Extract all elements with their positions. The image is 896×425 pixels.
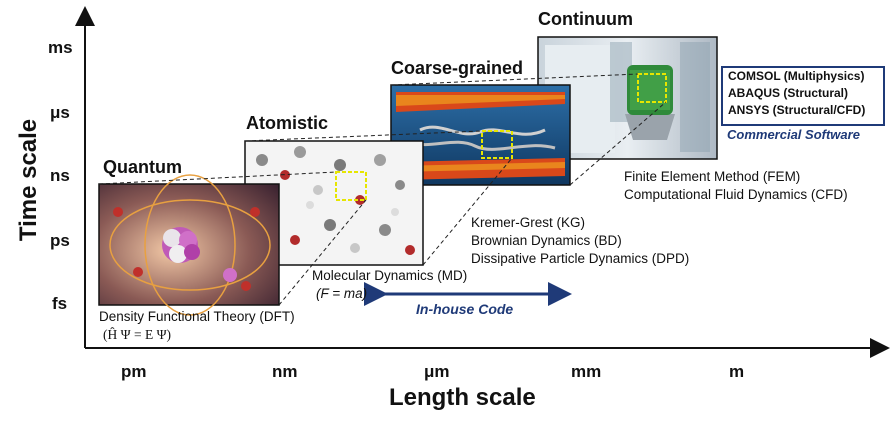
software-abaqus: ABAQUS (Structural) bbox=[728, 86, 849, 100]
md-label: Molecular Dynamics (MD) bbox=[312, 268, 468, 283]
cfd-label: Computational Fluid Dynamics (CFD) bbox=[624, 187, 848, 202]
commercial-software-box: COMSOL (Multiphysics) ABAQUS (Structural… bbox=[721, 66, 885, 126]
coarse-grained-title: Coarse-grained bbox=[391, 58, 524, 78]
commercial-software-caption: Commercial Software bbox=[727, 127, 860, 142]
bd-label: Brownian Dynamics (BD) bbox=[471, 233, 622, 248]
dpd-label: Dissipative Particle Dynamics (DPD) bbox=[471, 251, 690, 266]
y-tick-ms: ms bbox=[48, 38, 73, 57]
x-tick-nm: nm bbox=[272, 362, 298, 381]
y-tick-us: μs bbox=[50, 103, 70, 122]
y-tick-ns: ns bbox=[50, 166, 70, 185]
y-tick-fs: fs bbox=[52, 294, 68, 313]
x-axis-title: Length scale bbox=[389, 384, 536, 411]
md-equation: (F = ma) bbox=[316, 286, 368, 301]
fem-label: Finite Element Method (FEM) bbox=[624, 169, 801, 184]
y-axis-title: Time scale bbox=[15, 118, 42, 242]
software-ansys: ANSYS (Structural/CFD) bbox=[728, 103, 866, 117]
zoom-connectors bbox=[98, 73, 667, 306]
continuum-title: Continuum bbox=[538, 9, 633, 29]
x-tick-pm: pm bbox=[121, 362, 147, 381]
software-comsol: COMSOL (Multiphysics) bbox=[728, 69, 865, 83]
kg-label: Kremer-Grest (KG) bbox=[471, 215, 586, 230]
inhouse-code-label: In-house Code bbox=[416, 301, 514, 317]
dft-label: Density Functional Theory (DFT) bbox=[99, 309, 295, 324]
coarse-grained-image bbox=[390, 84, 571, 186]
x-tick-um: μm bbox=[424, 362, 450, 381]
x-tick-mm: mm bbox=[571, 362, 602, 381]
dft-equation: (Ĥ Ψ = E Ψ) bbox=[103, 327, 172, 342]
atomistic-title: Atomistic bbox=[246, 113, 329, 133]
quantum-title: Quantum bbox=[103, 157, 182, 177]
x-tick-m: m bbox=[729, 362, 745, 381]
y-tick-ps: ps bbox=[50, 231, 70, 250]
quantum-image bbox=[98, 174, 280, 316]
